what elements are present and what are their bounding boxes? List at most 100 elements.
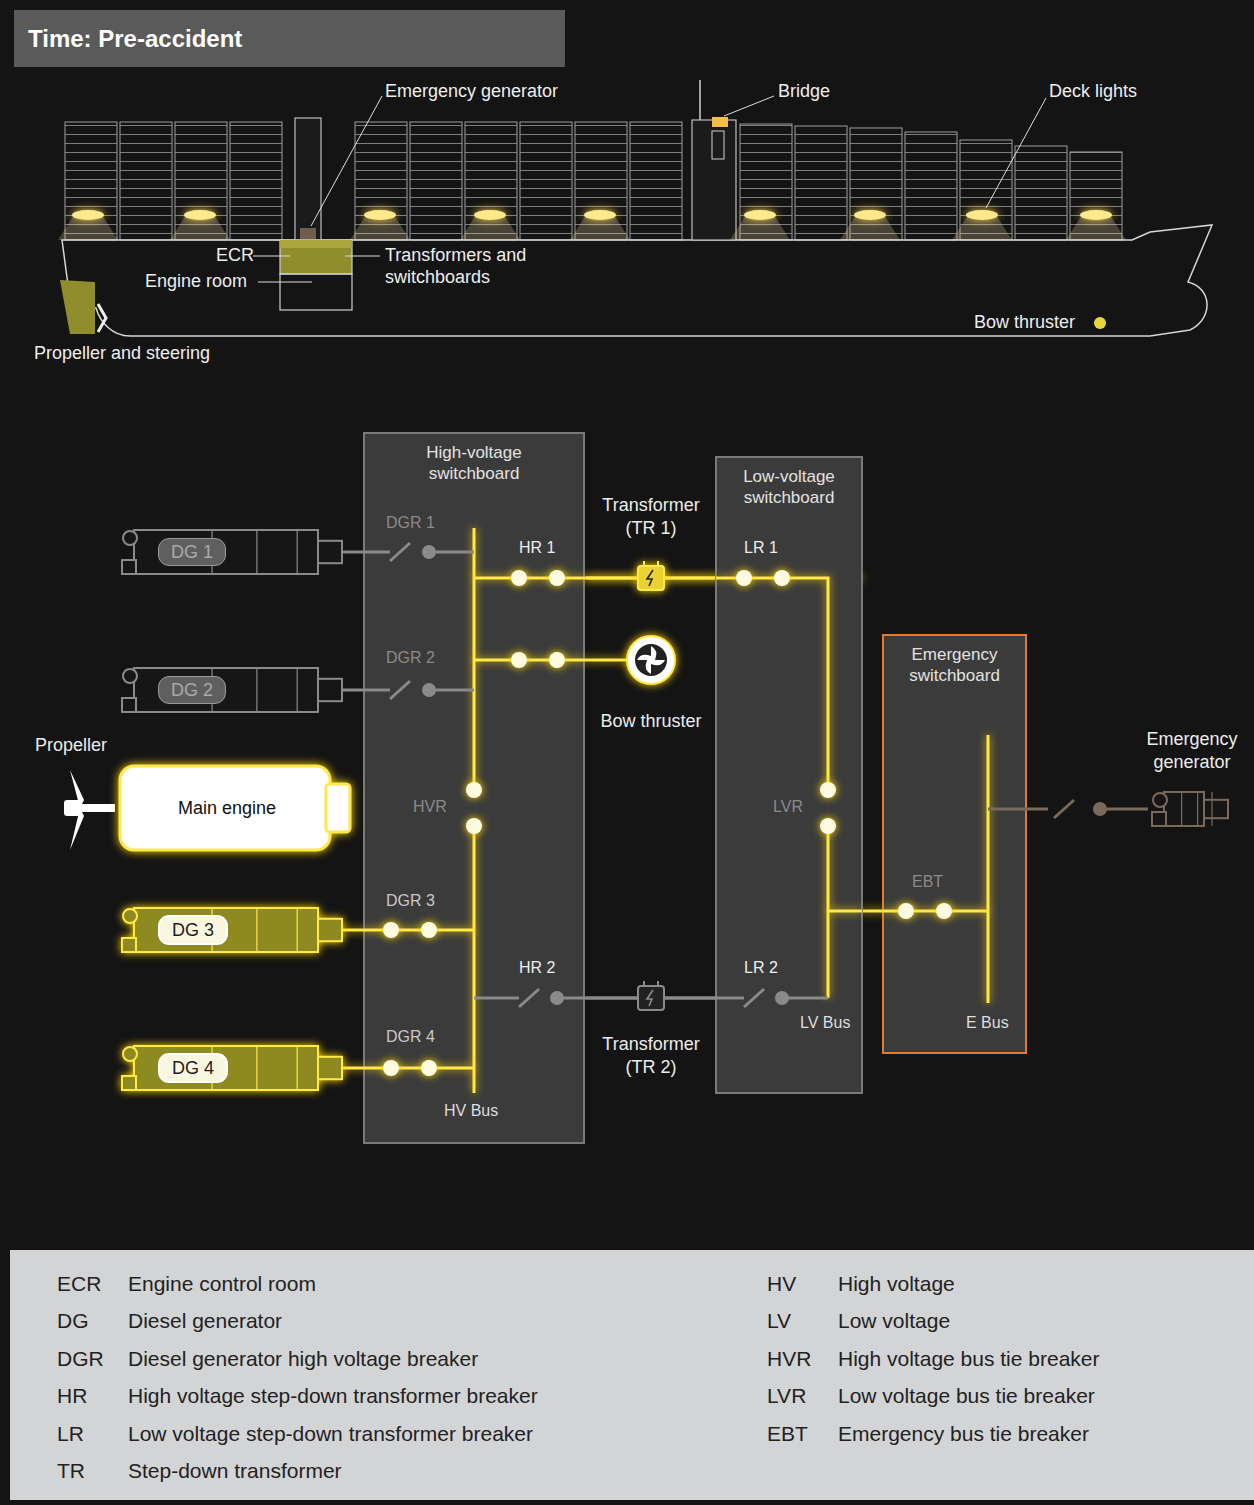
breaker-closed [466, 818, 482, 834]
generator-rib [256, 668, 257, 712]
breaker-open [390, 681, 410, 699]
component-node: Transformer (TR 1) [586, 494, 716, 594]
breaker-closed [774, 570, 790, 586]
wire-connector [114, 804, 115, 812]
wire [363, 1067, 474, 1070]
callout-label: Deck lights [1049, 81, 1137, 103]
breaker-closed [383, 1060, 399, 1076]
generator-label: DG 1 [158, 538, 226, 567]
thruster-blade [651, 646, 656, 660]
wire-connector [585, 997, 586, 1000]
component-node: DG 3 [118, 902, 342, 958]
container-stacks [65, 122, 1122, 240]
bridge-door [712, 131, 724, 159]
generator-part [318, 541, 342, 563]
component-node: Main engine [115, 762, 355, 854]
breaker-label: LVR [773, 797, 803, 816]
thruster-blade [651, 660, 665, 665]
generator-part [122, 1076, 136, 1090]
generator-part [1164, 792, 1204, 826]
generator-part [134, 908, 318, 952]
transformer-symbol [638, 561, 664, 590]
breaker-label: LR 1 [744, 538, 778, 557]
legend-abbreviation: EBT [767, 1421, 808, 1446]
propeller-hub [64, 800, 80, 816]
component-node: Transformer (TR 2) [586, 978, 716, 1078]
generator-rib [256, 1046, 257, 1090]
breaker-closed [421, 1060, 437, 1076]
generator-symbol [122, 908, 342, 952]
container-stack [1015, 146, 1067, 240]
thruster-symbol [627, 636, 675, 684]
generator-part [318, 1057, 342, 1079]
switchboard-heading: Emergency switchboard [887, 644, 1022, 687]
title-text: Time: Pre-accident [14, 10, 565, 67]
wire [586, 997, 638, 1000]
generator-part [122, 698, 136, 712]
wire [363, 551, 390, 554]
generator-rib [1181, 792, 1182, 826]
legend-abbreviation: LVR [767, 1383, 806, 1408]
breaker-closed [736, 570, 752, 586]
legend-abbreviation: LR [57, 1421, 84, 1446]
ship-propeller [98, 304, 106, 332]
legend-abbreviation: DG [57, 1308, 89, 1333]
breaker-closed [549, 570, 565, 586]
generator-part [122, 938, 136, 952]
generator-part [123, 909, 137, 923]
legend-text: Step-down transformer [128, 1458, 342, 1483]
deck-light [584, 210, 616, 220]
deck-light [854, 210, 886, 220]
legend-abbreviation: LV [767, 1308, 791, 1333]
wire [590, 659, 627, 662]
breaker-label: HV Bus [444, 1101, 498, 1120]
component-label: Bow thruster [600, 710, 701, 733]
generator-part [123, 531, 137, 545]
callout-label: Transformers and switchboards [385, 245, 535, 288]
generator-part [134, 530, 318, 574]
wire [987, 735, 990, 1003]
wire [882, 910, 988, 913]
thruster-blade [637, 655, 651, 660]
container-stack [410, 122, 462, 240]
wire-connector [342, 551, 363, 554]
legend-text: High voltage step-down transformer break… [128, 1383, 538, 1408]
component-node: Emergency generator [1132, 728, 1252, 836]
legend-abbreviation: TR [57, 1458, 85, 1483]
wire [716, 578, 828, 790]
legend-text: High voltage bus tie breaker [838, 1346, 1100, 1371]
component-label: Transformer (TR 2) [586, 1033, 716, 1078]
switchboard-box: Low-voltage switchboard [715, 456, 863, 1094]
breaker-closed [936, 903, 952, 919]
wire [557, 997, 585, 1000]
wire-connector [342, 1067, 363, 1070]
wire-connector [342, 689, 363, 692]
generator-rib [297, 1046, 298, 1090]
breaker-closed [383, 922, 399, 938]
wire [429, 689, 474, 692]
breaker-closed [820, 782, 836, 798]
callout-label: Propeller and steering [34, 343, 210, 365]
breaker-label: HR 1 [519, 538, 555, 557]
generator-part [318, 679, 342, 701]
container-stack [905, 132, 957, 240]
component-node: Propeller [28, 734, 114, 856]
deck-light [966, 210, 998, 220]
component-node: DG 2 [118, 662, 342, 718]
generator-rib [297, 530, 298, 574]
wire [474, 997, 519, 1000]
breaker-closed [898, 903, 914, 919]
wire [988, 808, 1027, 811]
engine-symbol [120, 766, 350, 850]
node-art [118, 902, 342, 958]
generator-label: DG 4 [158, 1053, 228, 1084]
breaker-label: HR 2 [519, 958, 555, 977]
breaker-label: DGR 4 [386, 1027, 435, 1046]
container-stack [795, 126, 847, 240]
legend-abbreviation: HV [767, 1271, 796, 1296]
deck-lights [58, 210, 1126, 240]
generator-part [134, 668, 318, 712]
deck-light [474, 210, 506, 220]
bridge-tower [692, 120, 736, 240]
emergency-generator-room [300, 228, 316, 239]
